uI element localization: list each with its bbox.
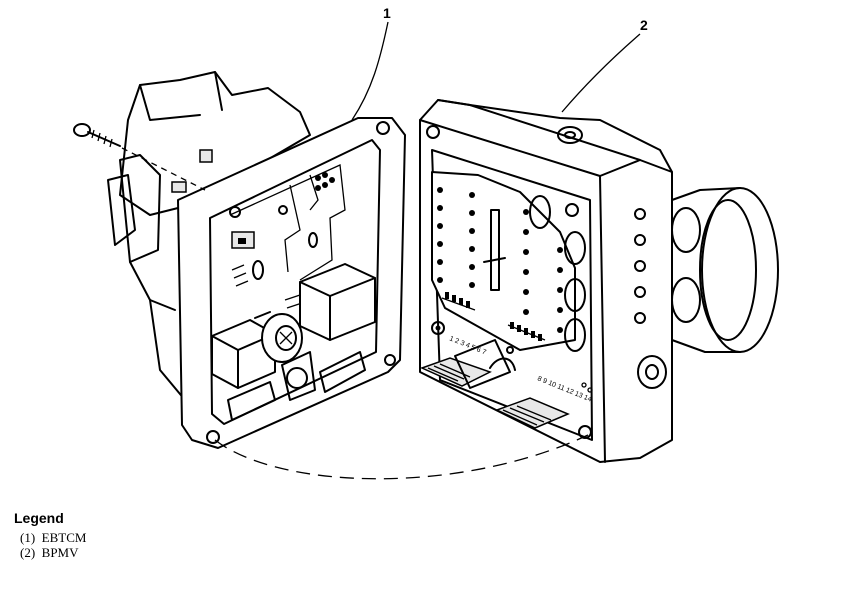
callout-2: 2 [561,17,648,113]
legend-item-bpmv: (2) BPMV [20,545,79,560]
pin-row-left [445,292,542,341]
ebtcm-module [107,71,406,449]
alignment-arc [214,434,589,480]
legend-title: Legend [14,510,64,526]
callout-1: 1 [351,5,391,121]
callout-1-label: 1 [383,5,391,21]
legend: Legend (1) EBTCM (2) BPMV [14,510,86,560]
bpmv-module: 1 2 3 4 5 6 7 8 9 10 11 12 13 14 [419,99,779,463]
screw [73,123,206,191]
callout-2-label: 2 [640,17,648,33]
legend-item-ebtcm: (1) EBTCM [20,530,87,545]
coil-pins [437,187,563,333]
exploded-assembly-diagram: 1 2 [73,5,779,480]
